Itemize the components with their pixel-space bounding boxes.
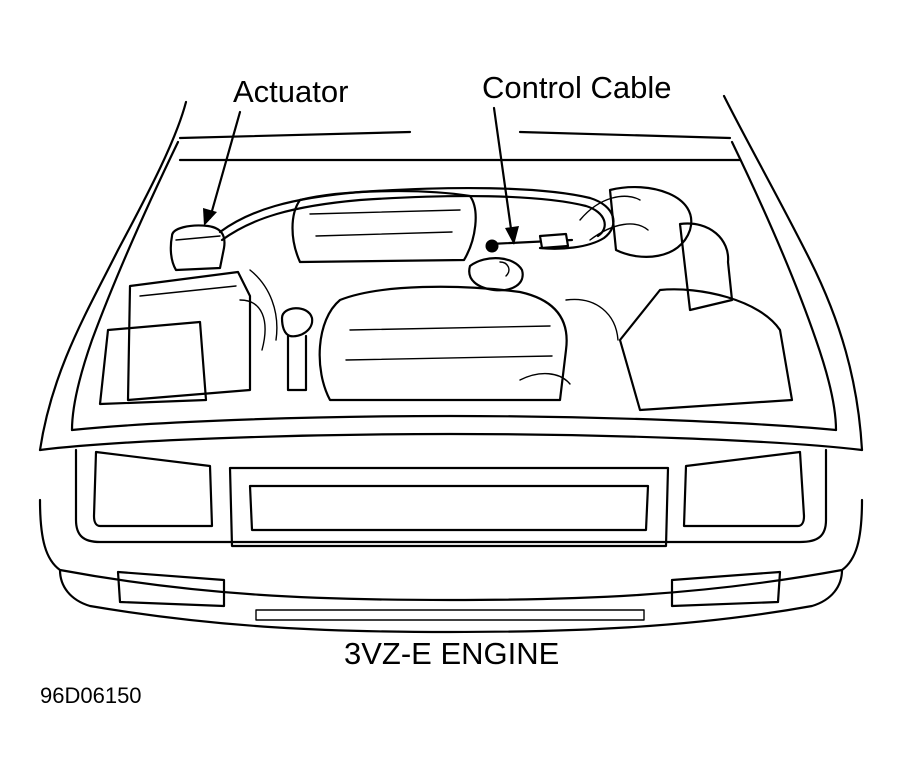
- vehicle-body-outline: [38, 94, 864, 452]
- actuator-label: Actuator: [233, 74, 349, 109]
- engine-components: [98, 186, 794, 412]
- control-cable-label: Control Cable: [482, 70, 672, 105]
- label-leader-arrows: [203, 106, 519, 245]
- control-cable: [218, 186, 615, 253]
- engine-caption: 3VZ-E ENGINE: [344, 636, 560, 671]
- figure-code: 96D06150: [40, 683, 142, 708]
- front-bumper-grille: [38, 414, 864, 634]
